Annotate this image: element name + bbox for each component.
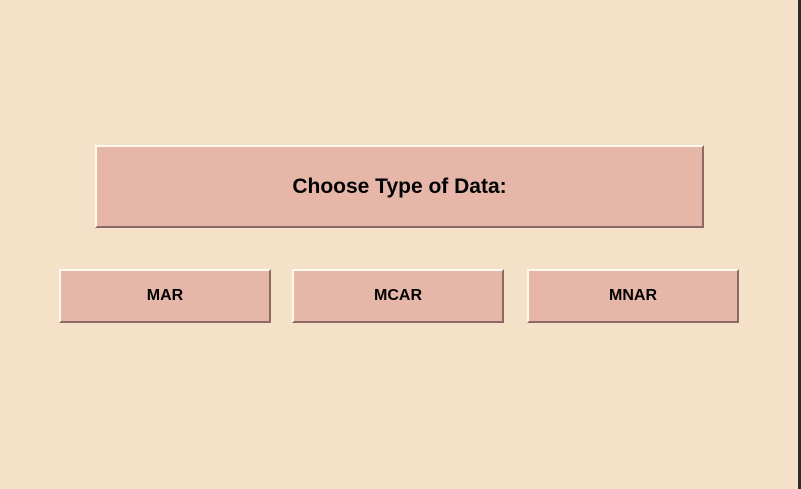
mcar-button-label: MCAR bbox=[374, 287, 422, 304]
mcar-button[interactable]: MCAR bbox=[292, 269, 504, 323]
mar-button-label: MAR bbox=[146, 287, 184, 304]
prompt-label-panel: Choose Type of Data: bbox=[95, 145, 704, 228]
mar-button[interactable]: MAR bbox=[59, 269, 271, 323]
mnar-button-label: MNAR bbox=[609, 287, 657, 304]
window-right-edge bbox=[798, 0, 801, 489]
mnar-button[interactable]: MNAR bbox=[527, 269, 739, 323]
prompt-label: Choose Type of Data: bbox=[292, 174, 507, 198]
